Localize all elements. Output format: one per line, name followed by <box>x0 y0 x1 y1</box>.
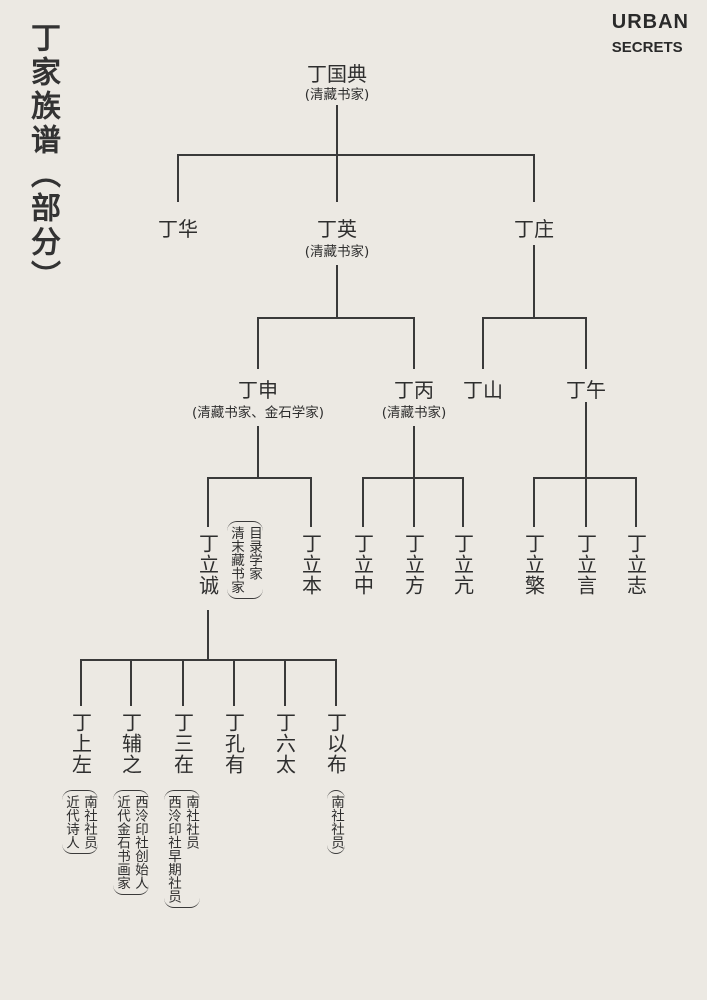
node-ding-shen: 丁申 <box>238 378 278 402</box>
node-ding-bing: 丁丙 <box>394 378 434 402</box>
node-note: (清藏书家) <box>381 405 447 421</box>
node-ding-yibu: 丁以布 <box>323 712 348 775</box>
node-ding-lizhong: 丁立中 <box>350 533 375 596</box>
node-ding-likang: 丁立亢 <box>450 533 475 596</box>
node-ding-shan: 丁山 <box>463 378 503 402</box>
node-ding-zhuang: 丁庄 <box>514 217 554 241</box>
node-ding-sanzai: 丁三在 <box>170 712 195 775</box>
node-ding-wu: 丁午 <box>566 378 606 402</box>
node-ding-kongyou: 丁孔有 <box>221 712 246 775</box>
urban-secrets-logo: URBAN SECRETS <box>612 12 689 56</box>
note-line: 南社社员 <box>183 795 199 849</box>
node-ding-guodian: 丁国典 <box>307 62 367 86</box>
node-ding-licheng: 丁立诚 <box>195 533 220 596</box>
node-ding-shangzuo: 丁上左 <box>68 712 93 775</box>
node-ding-hua: 丁华 <box>158 217 198 241</box>
node-note: 南社社员西泠印社早期社员 <box>164 790 200 908</box>
node-note: (清藏书家) <box>304 244 370 260</box>
note-line: 清末藏书家 <box>228 526 244 594</box>
page-title: 丁家族谱（部分） <box>25 22 60 294</box>
note-line: 近代金石书画家 <box>114 795 130 890</box>
node-note: 目录学家清末藏书家 <box>227 521 263 599</box>
node-ding-liben: 丁立本 <box>298 533 323 596</box>
note-line: 近代诗人 <box>63 795 79 849</box>
node-note: 南社社员近代诗人 <box>62 790 98 854</box>
node-note: 西泠印社创始人近代金石书画家 <box>113 790 149 895</box>
node-note: (清藏书家) <box>304 87 370 103</box>
note-line: 南社社员 <box>81 795 97 849</box>
note-line: 南社社员 <box>328 795 344 849</box>
note-line: 西泠印社创始人 <box>132 795 148 890</box>
node-ding-liyan: 丁立言 <box>573 533 598 596</box>
node-ding-fuzhi: 丁辅之 <box>118 712 143 775</box>
node-ding-lizhi: 丁立志 <box>623 533 648 596</box>
node-ding-lifang: 丁立方 <box>401 533 426 596</box>
node-ding-ying: 丁英 <box>317 217 357 241</box>
logo-line-1: URBAN <box>611 11 689 33</box>
node-ding-liutai: 丁六太 <box>272 712 297 775</box>
node-note: 南社社员 <box>327 790 345 854</box>
node-note: (清藏书家、金石学家) <box>191 405 325 421</box>
note-line: 西泠印社早期社员 <box>165 795 181 903</box>
node-ding-liqing: 丁立檠 <box>521 533 546 596</box>
note-line: 目录学家 <box>246 526 262 580</box>
logo-line-2: SECRETS <box>611 39 683 56</box>
